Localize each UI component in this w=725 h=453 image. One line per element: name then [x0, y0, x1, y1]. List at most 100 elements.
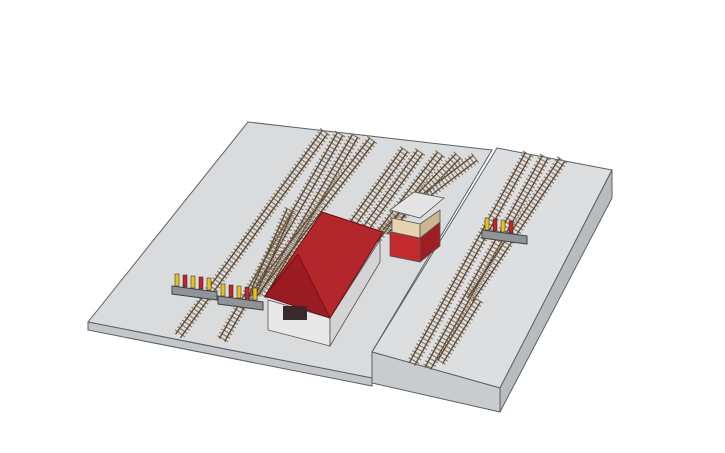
- sleeper: [270, 196, 282, 205]
- sleeper: [179, 322, 190, 331]
- sleeper: [323, 193, 334, 202]
- sleeper: [223, 261, 235, 270]
- sleeper: [472, 241, 484, 249]
- sleeper: [407, 157, 419, 166]
- sleeper: [358, 204, 369, 213]
- sleeper: [447, 287, 459, 294]
- sleeper: [353, 211, 365, 220]
- sleeper: [436, 338, 448, 346]
- sleeper: [497, 196, 509, 203]
- sleeper: [510, 206, 522, 213]
- sleeper: [332, 133, 344, 141]
- sleeper: [331, 163, 343, 171]
- sleeper: [191, 306, 202, 315]
- sleeper: [520, 154, 532, 161]
- sleeper: [462, 259, 474, 266]
- signal-light: [484, 217, 490, 231]
- sleeper: [261, 209, 272, 218]
- sleeper: [508, 175, 521, 182]
- sleeper: [514, 219, 526, 228]
- sleeper: [387, 187, 398, 196]
- sleeper: [301, 153, 312, 162]
- signal-light: [182, 274, 188, 288]
- sleeper: [443, 294, 455, 301]
- sleeper: [225, 321, 237, 329]
- sleeper: [263, 254, 275, 261]
- sleeper: [357, 148, 368, 157]
- rail: [175, 129, 324, 335]
- sleeper: [520, 188, 532, 196]
- sleeper: [276, 225, 288, 232]
- sleeper: [328, 140, 340, 148]
- sleeper: [269, 239, 282, 246]
- sleeper: [329, 167, 341, 175]
- sleeper: [484, 266, 495, 275]
- sleeper: [285, 243, 297, 251]
- sleeper: [255, 272, 267, 279]
- sleeper: [181, 319, 193, 328]
- sleeper: [312, 137, 324, 146]
- sleeper: [423, 329, 435, 336]
- sleeper: [426, 356, 439, 364]
- sleeper: [219, 331, 231, 339]
- sleeper: [428, 177, 438, 187]
- sleeper: [417, 172, 429, 181]
- sleeper: [369, 188, 381, 197]
- sleeper: [531, 167, 543, 175]
- sleeper: [492, 253, 504, 261]
- sleeper: [453, 327, 465, 335]
- sleeper: [305, 208, 317, 216]
- sleeper: [260, 275, 271, 285]
- sleeper: [534, 189, 546, 198]
- sleeper: [486, 263, 498, 271]
- sleeper: [255, 282, 266, 291]
- sleeper: [254, 218, 265, 227]
- sleeper: [464, 309, 476, 318]
- sleeper: [443, 344, 455, 352]
- sleeper: [298, 157, 310, 166]
- sleeper: [263, 205, 275, 214]
- sleeper: [252, 272, 264, 280]
- sleeper: [219, 267, 230, 276]
- sleeper: [437, 304, 449, 312]
- sleeper: [345, 139, 357, 147]
- sleeper: [452, 276, 464, 284]
- sleeper: [293, 229, 305, 237]
- sleeper: [512, 168, 524, 175]
- sleeper: [552, 162, 563, 171]
- sleeper: [473, 283, 484, 291]
- sleeper: [385, 165, 397, 174]
- sleeper: [330, 137, 342, 145]
- sleeper: [244, 231, 256, 240]
- sleeper: [253, 276, 265, 283]
- sleeper: [343, 142, 355, 150]
- sleeper: [347, 135, 359, 143]
- sleeper: [441, 347, 453, 355]
- sleeper: [427, 159, 438, 168]
- sleeper: [226, 257, 237, 266]
- sleeper: [362, 142, 373, 151]
- tracks: [174, 128, 568, 371]
- signal-box-roof: [389, 191, 445, 219]
- sleeper: [389, 210, 400, 219]
- sleeper: [303, 150, 314, 159]
- sleeper: [310, 140, 321, 149]
- sleeper: [467, 155, 476, 166]
- signals: [171, 217, 528, 311]
- sleeper: [312, 168, 324, 176]
- left-slab-front: [87, 321, 373, 387]
- sleeper: [412, 151, 423, 160]
- sleeper: [547, 169, 559, 178]
- sleeper: [381, 226, 391, 236]
- sleeper: [325, 189, 336, 199]
- sleeper: [308, 144, 319, 153]
- sleeper: [459, 296, 472, 304]
- sleeper: [198, 296, 209, 305]
- sleeper: [332, 180, 344, 189]
- sleeper: [284, 207, 296, 213]
- sleeper: [349, 132, 361, 140]
- sleeper: [341, 146, 353, 154]
- sleeper: [499, 192, 511, 200]
- sleeper: [294, 231, 305, 240]
